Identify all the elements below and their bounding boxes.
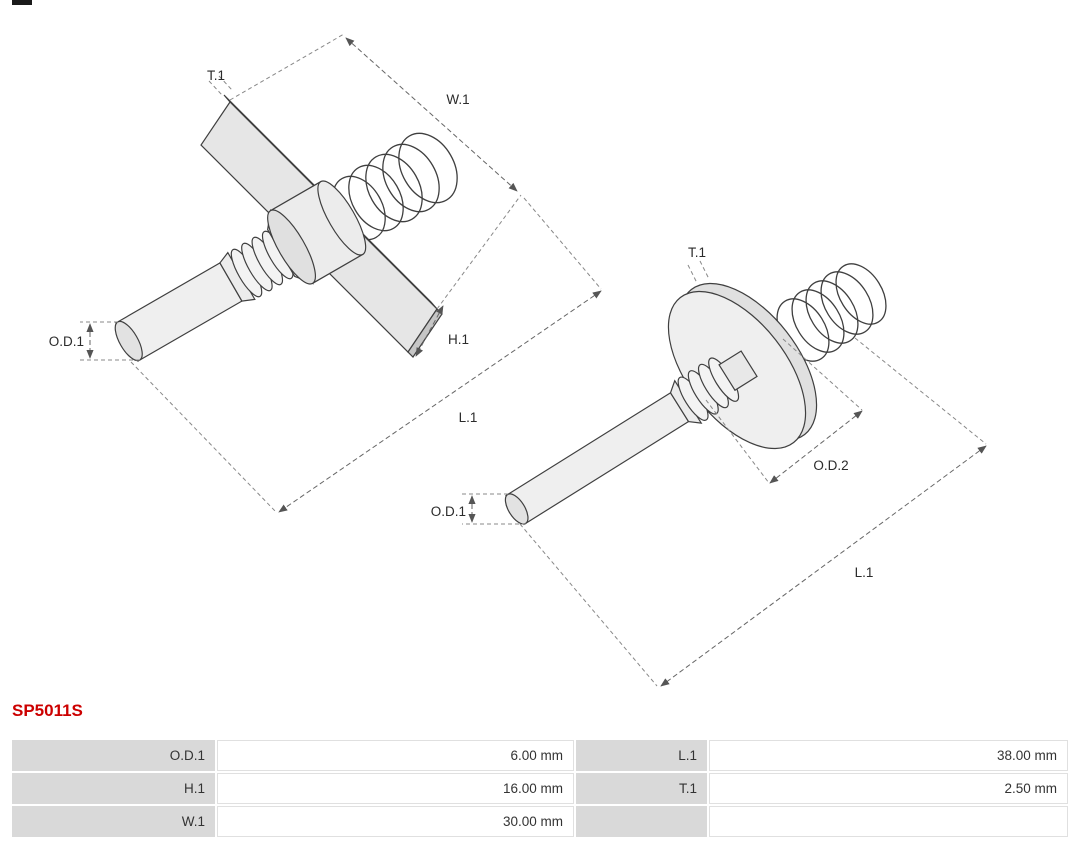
- spec-value-t1: 2.50 mm: [709, 773, 1068, 804]
- spec-label-h1: H.1: [12, 773, 215, 804]
- spec-label-l1: L.1: [576, 740, 707, 771]
- logo-fragment: [12, 0, 32, 5]
- spec-label-w1: W.1: [12, 806, 215, 837]
- spec-label-od1: O.D.1: [12, 740, 215, 771]
- spec-table: O.D.1 6.00 mm L.1 38.00 mm H.1 16.00 mm …: [12, 740, 1068, 837]
- plunger-body-left: [114, 180, 367, 362]
- spec-value-l1: 38.00 mm: [709, 740, 1068, 771]
- spec-label-t1: T.1: [576, 773, 707, 804]
- dim-label-l1-right: L.1: [855, 565, 874, 580]
- spec-value-w1: 30.00 mm: [217, 806, 574, 837]
- part-number: SP5011S: [12, 701, 83, 720]
- spec-value-empty: [709, 806, 1068, 837]
- plunger-shaft-right: [504, 350, 758, 526]
- dim-label-w1: W.1: [446, 92, 469, 107]
- dim-label-od1-left: O.D.1: [49, 334, 84, 349]
- dim-label-h1: H.1: [448, 332, 469, 347]
- dim-label-t1-left: T.1: [207, 68, 225, 83]
- dim-label-l1-left: L.1: [459, 410, 478, 425]
- figure-plunger-with-flange: T.1 O.D.2 O.D.1 L.1: [431, 245, 987, 687]
- dimensions-left: T.1 W.1 H.1 L.1 O.D.1: [49, 33, 602, 513]
- dim-label-t1-right: T.1: [688, 245, 706, 260]
- dim-label-od1-right: O.D.1: [431, 504, 466, 519]
- figure-plunger-with-plate: T.1 W.1 H.1 L.1 O.D.1: [49, 33, 602, 513]
- spec-value-h1: 16.00 mm: [217, 773, 574, 804]
- spec-value-od1: 6.00 mm: [217, 740, 574, 771]
- dimensions-right: T.1 O.D.2 O.D.1 L.1: [431, 245, 987, 687]
- dim-label-od2: O.D.2: [813, 458, 848, 473]
- spec-label-empty: [576, 806, 707, 837]
- technical-drawing: T.1 W.1 H.1 L.1 O.D.1: [49, 33, 987, 687]
- spring-coil-right: [776, 263, 887, 362]
